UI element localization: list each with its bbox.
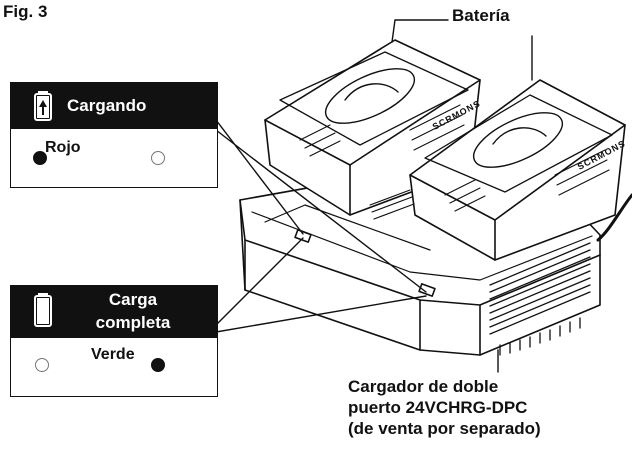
charger-callout-line-3: (de venta por separado) [348,419,541,438]
charging-status-body: Rojo [11,129,217,185]
off-indicator-dot [151,151,165,165]
full-charge-status-box: Carga completa Verde [10,285,218,397]
battery-callout: Batería [452,6,510,25]
battery-charging-icon [34,91,52,121]
figure-label: Fig. 3 [3,2,48,21]
off-indicator-dot [35,358,49,372]
charging-status-box: Cargando Rojo [10,82,218,188]
charger-vents [489,242,591,335]
charger-callout-line-1: Cargador de doble [348,377,499,396]
battery-2 [409,79,626,261]
charger-terminals [369,189,415,220]
battery-full-icon [34,293,52,327]
full-charge-title-line-2: completa [95,313,171,332]
full-charge-status-title: Carga completa [73,288,193,334]
charger-callout: Cargador de doble puerto 24VCHRG-DPC (de… [348,376,630,439]
green-indicator-dot [151,358,165,372]
full-charge-status-body: Verde [11,338,217,394]
full-charge-color-label: Verde [91,346,135,363]
full-charge-status-header: Carga completa [11,286,217,338]
charging-status-header: Cargando [11,83,217,129]
charger-callout-line-2: puerto 24VCHRG-DPC [348,398,528,417]
charging-status-title: Cargando [67,96,147,115]
power-cord [596,193,632,242]
charging-color-label: Rojo [45,139,81,156]
red-indicator-dot [33,151,47,165]
full-charge-title-line-1: Carga [108,290,158,309]
leader-lines [215,19,533,373]
